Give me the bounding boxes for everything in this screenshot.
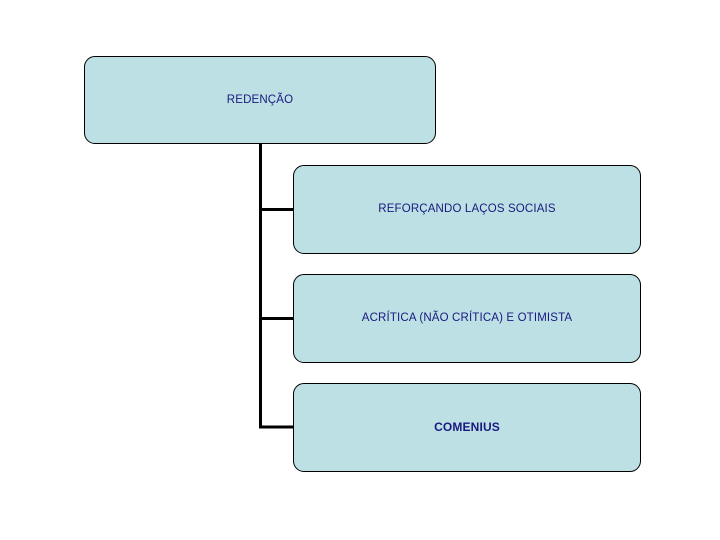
node-root[interactable]: REDENÇÃO <box>84 56 436 144</box>
node-child-acritica-nao-critica-e-otimista[interactable]: ACRÍTICA (NÃO CRÍTICA) E OTIMISTA <box>293 274 641 363</box>
node-root-label: REDENÇÃO <box>226 93 294 106</box>
node-child-reforcando-lacos-sociais[interactable]: REFORÇANDO LAÇOS SOCIAIS <box>293 165 641 254</box>
node-child-0-label: REFORÇANDO LAÇOS SOCIAIS <box>378 203 556 216</box>
node-child-2-label: COMENIUS <box>434 420 500 434</box>
node-child-1-label: ACRÍTICA (NÃO CRÍTICA) E OTIMISTA <box>361 312 573 325</box>
node-child-comenius[interactable]: COMENIUS <box>293 383 641 472</box>
